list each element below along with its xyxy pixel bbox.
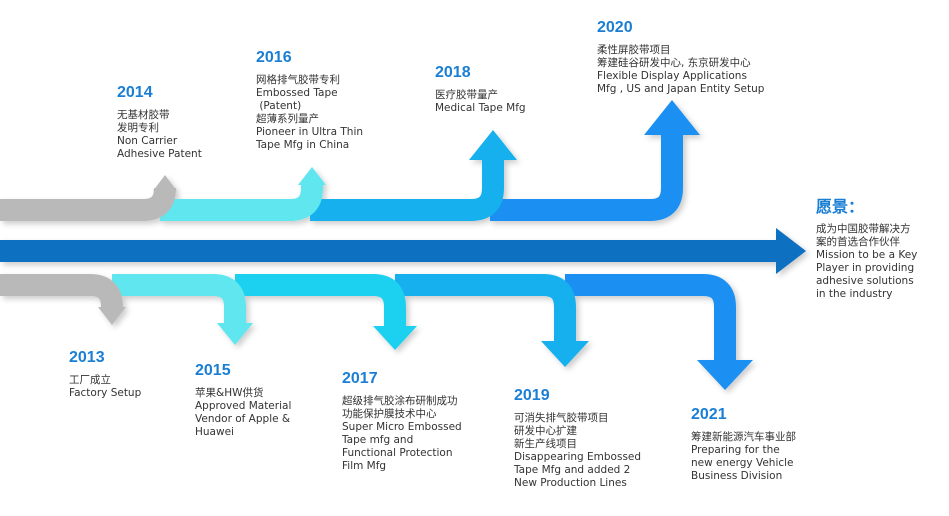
milestone-text: new energy Vehicle (691, 457, 794, 469)
milestone-text: Factory Setup (69, 387, 142, 399)
milestone-text: Mfg , US and Japan Entity Setup (597, 83, 765, 95)
milestone-text: Functional Protection (342, 447, 453, 459)
milestone-text: 超级排气胶涂布研制成功 (342, 395, 458, 407)
milestone-text: 新生产线项目 (514, 438, 577, 450)
milestone-text: Tape Mfg and added 2 (514, 464, 631, 476)
arrow-2019-band (395, 274, 576, 341)
vision-text: adhesive solutions (816, 275, 914, 287)
arrow-2013-arrowhead (98, 307, 126, 325)
arrow-2021-band (565, 274, 736, 360)
arrow-2015-band (112, 274, 246, 323)
vision-text: Player in providing (816, 262, 915, 274)
milestone-text: 研发中心扩建 (514, 425, 577, 437)
milestone-text: 可消失排气胶带项目 (514, 412, 609, 424)
milestone-text: Non Carrier (117, 135, 178, 147)
vision-text: in the industry (816, 288, 893, 300)
milestone-text: Flexible Display Applications (597, 70, 747, 82)
milestone-text: Business Division (691, 470, 783, 482)
milestone-text: 筹建新能源汽车事业部 (691, 431, 796, 443)
arrow-2018-band (310, 160, 504, 221)
milestone-year: 2021 (691, 406, 727, 423)
milestone-year: 2013 (69, 349, 105, 366)
arrow-2014-arrowhead (153, 175, 177, 191)
arrow-2017-band (235, 274, 406, 326)
milestone-text: 网格排气胶带专利 (256, 74, 340, 86)
milestone-year: 2015 (195, 362, 231, 379)
arrow-2021-arrowhead (697, 360, 753, 390)
arrow-2014-band (0, 187, 176, 221)
milestone-year: 2019 (514, 387, 550, 404)
arrow-2018-arrowhead (469, 130, 517, 160)
milestone-year: 2014 (117, 84, 153, 101)
arrow-2020-arrowhead (644, 100, 700, 135)
milestone-year: 2020 (597, 19, 633, 36)
milestone-text: New Production Lines (514, 477, 627, 489)
milestone-text: 医疗胶带量产 (435, 89, 498, 101)
milestone-text: Approved Material (195, 400, 292, 412)
milestone-text: Disappearing Embossed (514, 451, 642, 463)
main-timeline-bar (0, 240, 778, 262)
milestone-text: Tape Mfg in China (256, 139, 350, 151)
milestone-text: Vendor of Apple & (195, 413, 291, 425)
milestone-text: Embossed Tape (256, 87, 338, 99)
milestone-text: Film Mfg (342, 460, 387, 472)
vision-text: 案的首选合作伙伴 (816, 236, 900, 248)
milestone-year: 2016 (256, 49, 292, 66)
milestone-text: 功能保护膜技术中心 (342, 408, 437, 420)
arrow-2019-arrowhead (541, 341, 589, 367)
arrow-2017-arrowhead (373, 326, 417, 350)
arrow-2015-arrowhead (217, 323, 253, 345)
milestone-text: 无基材胶带 (117, 109, 170, 121)
milestone-year: 2018 (435, 64, 471, 81)
milestone-text: 工厂成立 (69, 374, 111, 386)
milestone-text: 超薄系列量产 (256, 113, 319, 125)
milestone-text: Super Micro Embossed (342, 421, 462, 433)
arrow-2016-band (160, 185, 323, 221)
vision-text: Mission to be a Key (816, 249, 918, 261)
milestone-text: Tape mfg and (342, 434, 414, 446)
main-timeline-arrowhead (776, 228, 806, 274)
vision-text: 成为中国胶带解决方 (816, 223, 911, 235)
milestone-text: 筹建硅谷研发中心, 东京研发中心 (597, 57, 751, 69)
arrow-2016-arrowhead (298, 167, 326, 185)
milestone-text: Preparing for the (691, 444, 780, 456)
vision-title: 愿景： (816, 197, 865, 216)
milestone-text: Medical Tape Mfg (435, 102, 526, 114)
arrow-2013-band (0, 274, 123, 308)
milestone-text: 发明专利 (117, 122, 159, 134)
milestone-year: 2017 (342, 370, 378, 387)
milestone-text: (Patent) (256, 100, 302, 112)
arrow-2020-band (490, 135, 683, 221)
milestone-text: Pioneer in Ultra Thin (256, 126, 364, 138)
milestone-text: 柔性屏胶带项目 (597, 44, 671, 56)
milestone-text: 苹果&HW供货 (195, 387, 264, 399)
milestone-text: Huawei (195, 426, 234, 438)
milestone-text: Adhesive Patent (117, 148, 202, 160)
